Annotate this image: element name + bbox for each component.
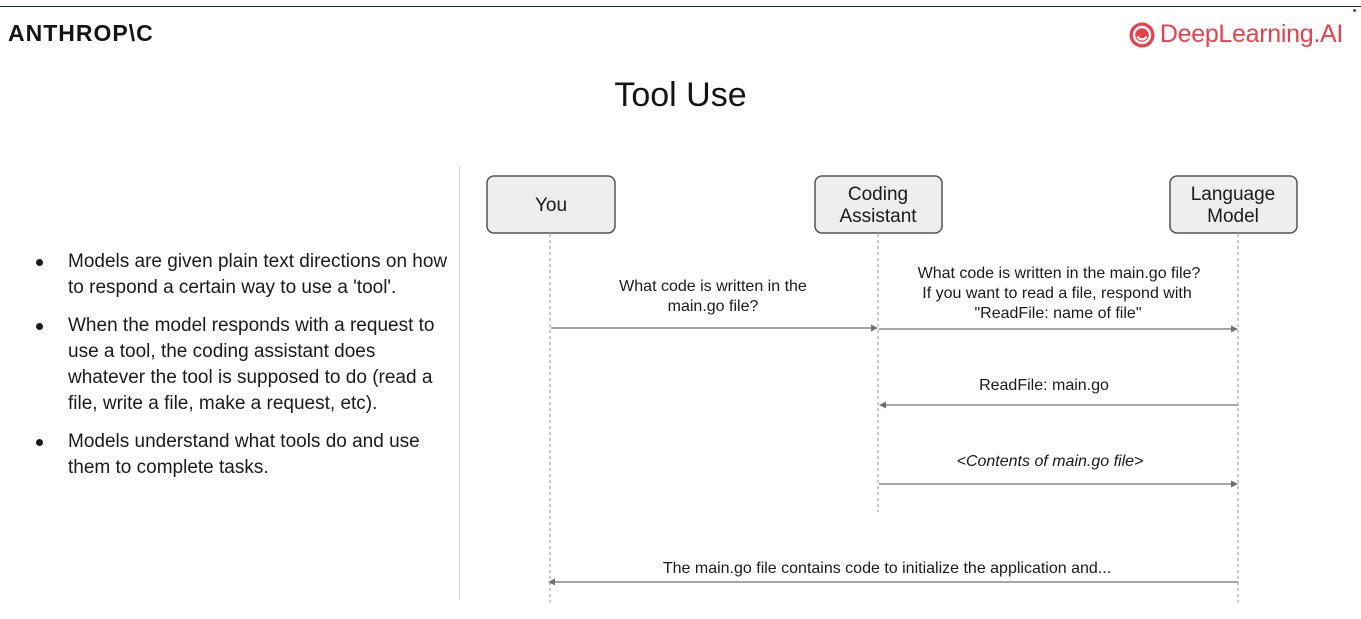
- message-label: What code is written in the: [619, 278, 807, 295]
- arrow-you-to-assistant: [551, 324, 878, 332]
- actor-label: Language: [1191, 184, 1276, 205]
- arrow-assistant-to-model-contents: [879, 480, 1238, 488]
- actor-you: You: [486, 175, 616, 234]
- bullet-dot: [36, 323, 43, 330]
- actor-label: Model: [1207, 206, 1259, 227]
- arrow-model-to-you: [548, 578, 1238, 586]
- bullet-dot: [36, 439, 43, 446]
- bullet-text: When the model responds with a request t…: [68, 315, 435, 414]
- slide-title: Tool Use: [614, 76, 747, 114]
- top-rule: [0, 6, 1361, 7]
- message-label: main.go file?: [668, 298, 759, 315]
- bullet-item: Models understand what tools do and use …: [36, 429, 456, 481]
- message-label: The main.go file contains code to initia…: [663, 560, 1111, 577]
- bullet-item: Models are given plain text directions o…: [36, 249, 456, 301]
- arrow-assistant-to-model: [879, 325, 1238, 333]
- deeplearning-icon: [1129, 22, 1155, 47]
- bullet-item: When the model responds with a request t…: [36, 313, 456, 417]
- message-label: "ReadFile: name of file": [975, 305, 1142, 322]
- actor-label: Coding: [848, 184, 908, 205]
- corner-dot: [1353, 9, 1356, 12]
- actor-label: You: [535, 195, 567, 216]
- bullet-dot: [36, 259, 43, 266]
- bullet-text: Models understand what tools do and use …: [68, 431, 420, 478]
- bullet-text: Models are given plain text directions o…: [68, 251, 448, 298]
- actor-label: Assistant: [839, 206, 917, 227]
- anthropic-logo: ANTHROP\C: [8, 20, 154, 46]
- actor-coding-assistant: Coding Assistant: [814, 175, 943, 234]
- arrow-model-to-assistant: [879, 401, 1238, 409]
- message-label: If you want to read a file, respond with: [922, 285, 1191, 302]
- deeplearning-wordmark: DeepLearning.AI: [1159, 20, 1343, 48]
- actor-language-model: Language Model: [1169, 175, 1298, 234]
- message-label: What code is written in the main.go file…: [918, 265, 1201, 282]
- message-label: ReadFile: main.go: [979, 377, 1109, 394]
- message-label: <Contents of main.go file>: [957, 453, 1144, 470]
- deeplearning-logo: DeepLearning.AI: [1128, 20, 1343, 49]
- bullet-list: Models are given plain text directions o…: [36, 249, 456, 493]
- vertical-divider: [459, 166, 460, 600]
